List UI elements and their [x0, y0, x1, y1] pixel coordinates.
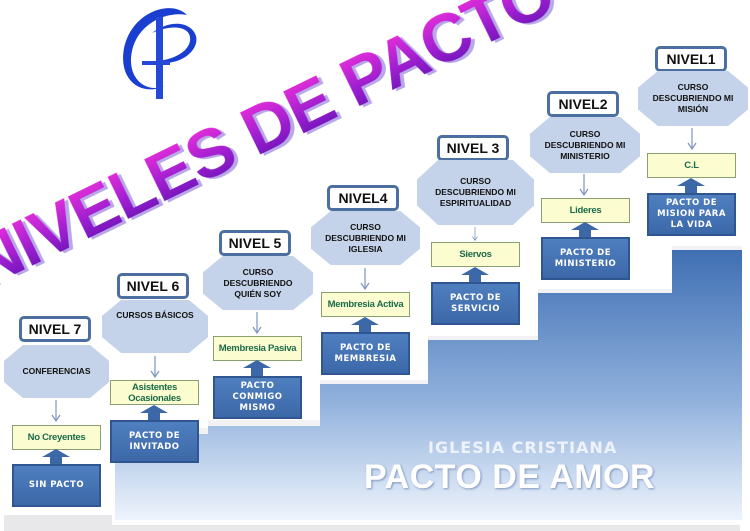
level-2-covenant: PACTO DE MINISTERIO [541, 237, 630, 280]
level-2-title: NIVEL2 [547, 91, 619, 117]
down-arrow-icon [252, 312, 262, 334]
level-4-title: NIVEL4 [327, 185, 399, 211]
up-arrow-icon [571, 222, 599, 238]
level-7-state: No Creyentes [12, 425, 101, 450]
up-arrow-icon [461, 267, 489, 283]
level-4-covenant: PACTO DE MEMBRESIA [321, 332, 410, 375]
up-arrow-icon [42, 449, 70, 465]
level-6-title: NIVEL 6 [117, 273, 189, 299]
level-6-state: Asistentes Ocasionales [110, 380, 199, 405]
down-arrow-icon [360, 268, 370, 290]
up-arrow-icon [140, 405, 168, 421]
level-5-course: CURSO DESCUBRIENDO QUIÉN SOY [203, 256, 313, 310]
level-5-covenant: PACTO CONMIGO MISMO [213, 376, 302, 419]
down-arrow-icon [51, 400, 61, 422]
level-1-course: CURSO DESCUBRIENDO MI MISIÓN [638, 71, 748, 126]
down-arrow-icon [579, 174, 589, 196]
down-arrow-icon [687, 128, 697, 150]
up-arrow-icon [677, 178, 705, 194]
level-5-state: Membresia Pasiva [213, 336, 302, 361]
level-4-state: Membresia Activa [321, 292, 410, 317]
level-7-covenant: SIN PACTO [12, 464, 101, 507]
level-5-title: NIVEL 5 [219, 230, 291, 256]
level-7-course: CONFERENCIAS [4, 345, 109, 398]
level-3-course: CURSO DESCUBRIENDO MI ESPIRITUALIDAD [417, 160, 534, 225]
level-6-covenant: PACTO DE INVITADO [110, 420, 199, 463]
down-arrow-icon [150, 356, 160, 378]
level-1-covenant: PACTO DE MISION PARA LA VIDA [647, 193, 736, 236]
church-subtitle: IGLESIA CRISTIANA [428, 438, 618, 457]
up-arrow-icon [351, 317, 379, 333]
level-3-covenant: PACTO DE SERVICIO [431, 282, 520, 325]
level-1-state: C.L [647, 153, 736, 178]
level-3-title: NIVEL 3 [437, 135, 509, 161]
church-name: PACTO DE AMOR [364, 458, 656, 496]
level-1-title: NIVEL1 [655, 46, 727, 72]
level-4-course: CURSO DESCUBRIENDO MI IGLESIA [311, 211, 420, 265]
level-2-state: Lideres [541, 198, 630, 223]
down-arrow-icon [472, 227, 478, 241]
church-logo [123, 8, 197, 99]
level-7-title: NIVEL 7 [19, 316, 91, 342]
level-6-course: CURSOS BÁSICOS [102, 300, 208, 353]
up-arrow-icon [243, 360, 271, 376]
level-2-course: CURSO DESCUBRIENDO MI MINISTERIO [530, 117, 640, 173]
level-3-state: Siervos [431, 242, 520, 267]
